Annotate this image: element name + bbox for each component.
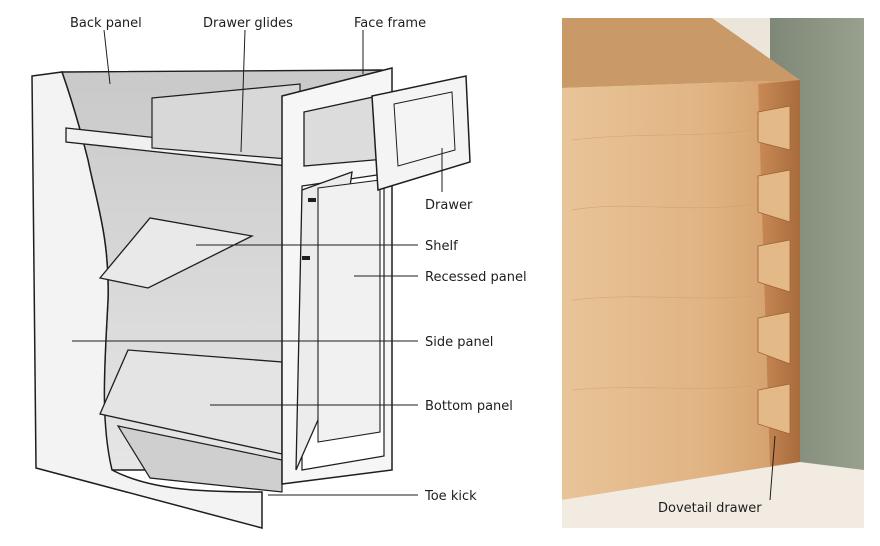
drawer-glide-box [152,84,300,160]
label-drawer: Drawer [425,198,473,213]
label-shelf: Shelf [425,239,458,254]
label-toe-kick: Toe kick [424,489,477,504]
hinge-top [308,198,316,202]
recessed-panel [318,180,380,442]
label-recessed-panel: Recessed panel [425,270,527,285]
label-side-panel: Side panel [425,335,493,350]
label-face-frame: Face frame [354,16,426,31]
drawer-front [372,76,470,190]
label-dovetail-drawer: Dovetail drawer [658,501,762,516]
label-bottom-panel: Bottom panel [425,399,513,414]
hinge-bottom [302,256,310,260]
cabinet-illustration [32,68,470,528]
dovetail-tail [758,106,790,150]
dovetail-photo [562,18,864,528]
label-drawer-glides: Drawer glides [203,16,293,31]
label-back-panel: Back panel [70,16,142,31]
